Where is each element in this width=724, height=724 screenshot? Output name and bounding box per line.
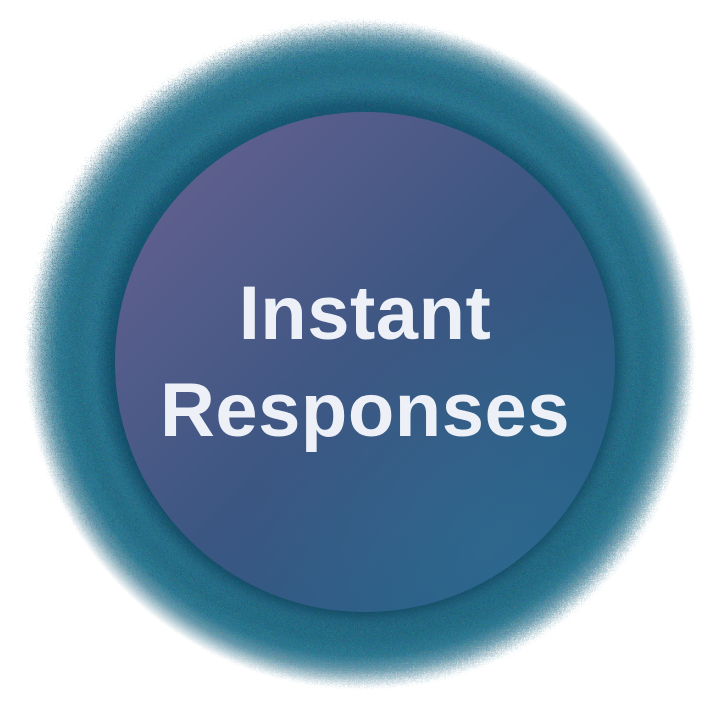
badge-title: Instant Responses [160,265,570,459]
badge-title-line1: Instant [238,271,492,356]
instant-responses-badge: Instant Responses [115,112,615,612]
badge-title-line2: Responses [160,368,570,453]
